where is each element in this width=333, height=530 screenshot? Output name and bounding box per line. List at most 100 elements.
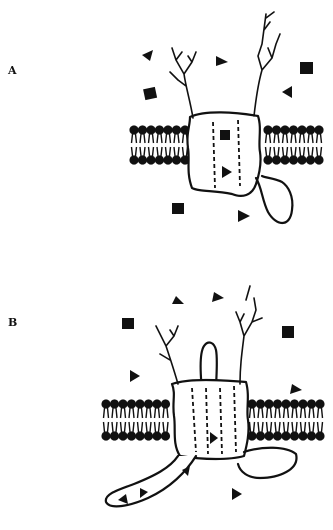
lipid-head (289, 125, 298, 134)
lipid-head (256, 399, 265, 408)
lipid-tails (318, 408, 323, 432)
lipid-tails (291, 134, 296, 156)
panel-label-a: A (7, 64, 17, 77)
lipid-tails (317, 134, 322, 156)
lipid-head (298, 431, 307, 440)
lipid-tails (301, 408, 306, 432)
lipid-tails (129, 408, 134, 432)
lipid-head (290, 431, 299, 440)
lipid-head (315, 431, 324, 440)
lipid-tails (292, 408, 297, 432)
substrate-square (122, 318, 134, 329)
cytoplasmic-tail (106, 456, 196, 506)
lipid-bilayer-left (101, 399, 170, 440)
substrate-triangle (172, 296, 184, 304)
glycan-tree-left (170, 48, 196, 118)
lipid-head (144, 399, 153, 408)
substrate-square-in-pore (220, 130, 230, 140)
lipid-tails (121, 408, 126, 432)
lipid-head (135, 431, 144, 440)
channel-protein (172, 380, 249, 459)
lipid-head (138, 125, 147, 134)
lipid-head (118, 399, 127, 408)
cytoplasmic-loop (256, 176, 292, 223)
lipid-head (272, 155, 281, 164)
lipid-head (163, 125, 172, 134)
lipid-tails (309, 408, 314, 432)
lipid-head (101, 399, 110, 408)
lipid-head (127, 431, 136, 440)
lipid-head (146, 125, 155, 134)
substrate-square (143, 87, 157, 100)
substrate-square (172, 203, 184, 214)
lipid-head (264, 431, 273, 440)
lipid-head (315, 399, 324, 408)
lipid-head (129, 155, 138, 164)
lipid-head (273, 431, 282, 440)
lipid-head (306, 155, 315, 164)
lipid-head (118, 431, 127, 440)
lipid-bilayer-right (263, 125, 323, 164)
lipid-tails (140, 134, 145, 156)
lipid-head (161, 431, 170, 440)
lipid-head (152, 431, 161, 440)
lipid-bilayer-left (129, 125, 189, 164)
lipid-head (152, 399, 161, 408)
cytoplasmic-loop (238, 448, 296, 478)
lipid-tails (138, 408, 143, 432)
substrate-triangle (238, 210, 250, 222)
lipid-head (129, 125, 138, 134)
lipid-head (172, 155, 181, 164)
lipid-tails (149, 134, 154, 156)
lipid-tails (267, 408, 272, 432)
lipid-head (272, 125, 281, 134)
lipid-tails (283, 134, 288, 156)
lipid-head (155, 155, 164, 164)
lipid-head (144, 431, 153, 440)
lipid-head (163, 155, 172, 164)
substrate-triangle (232, 488, 242, 500)
lipid-head (146, 155, 155, 164)
lipid-tails (163, 408, 168, 432)
substrate-triangle (212, 292, 224, 302)
panel-a: A (7, 12, 324, 223)
panel-label-b: B (8, 316, 17, 329)
lipid-head (307, 399, 316, 408)
lipid-head (256, 431, 265, 440)
lipid-tails (157, 134, 162, 156)
lipid-head (289, 155, 298, 164)
lipid-head (298, 399, 307, 408)
lipid-head (161, 399, 170, 408)
glycan-tree-right (254, 12, 280, 116)
lipid-head (155, 125, 164, 134)
lipid-head (263, 155, 272, 164)
lipid-tails (275, 408, 280, 432)
lipid-head (135, 399, 144, 408)
lipid-tails (155, 408, 160, 432)
lipid-tails (174, 134, 179, 156)
lipid-tails (132, 134, 137, 156)
lipid-tails (258, 408, 263, 432)
lipid-head (307, 431, 316, 440)
lipid-tails (308, 134, 313, 156)
lipid-tails (274, 134, 279, 156)
lipid-head (281, 431, 290, 440)
lipid-tails (104, 408, 109, 432)
lipid-tails (284, 408, 289, 432)
lipid-tails (250, 408, 255, 432)
lipid-bilayer-right (247, 399, 324, 440)
substrate-triangle (142, 50, 153, 61)
lipid-head (101, 431, 110, 440)
lipid-tails (146, 408, 151, 432)
lipid-head (297, 125, 306, 134)
panel-b: B (8, 286, 325, 506)
lipid-head (110, 399, 119, 408)
lipid-head (306, 125, 315, 134)
lipid-head (110, 431, 119, 440)
lipid-head (290, 399, 299, 408)
lipid-head (281, 399, 290, 408)
lipid-tails (266, 134, 271, 156)
lipid-tails (300, 134, 305, 156)
lipid-head (314, 155, 323, 164)
